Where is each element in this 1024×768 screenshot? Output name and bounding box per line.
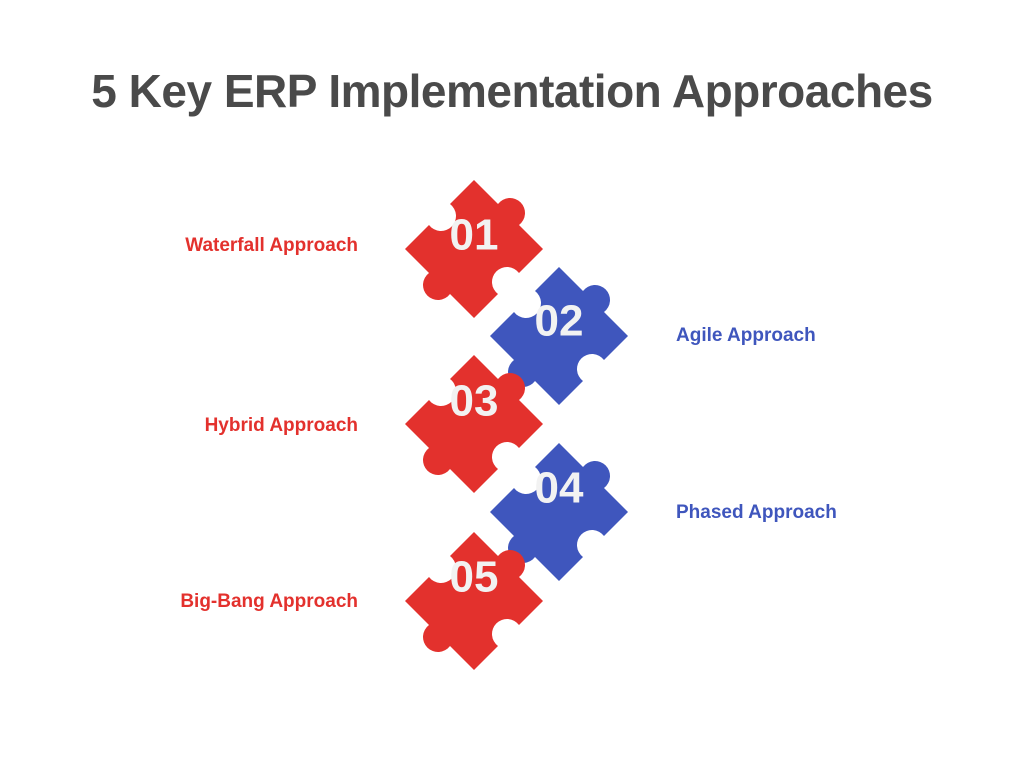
label-hybrid-approach: Hybrid Approach — [204, 415, 358, 436]
puzzle-piece-04: 04 — [490, 443, 628, 581]
piece-number: 05 — [450, 553, 499, 602]
piece-number: 02 — [535, 297, 584, 346]
puzzle-piece-03: 03 — [405, 355, 543, 493]
label-big-bang-approach: Big-Bang Approach — [180, 591, 358, 612]
piece-number: 04 — [535, 464, 584, 513]
label-phased-approach: Phased Approach — [676, 502, 837, 523]
puzzle-piece-02: 02 — [490, 267, 628, 405]
piece-number: 01 — [450, 211, 499, 260]
puzzle-piece-01: 01 — [405, 180, 543, 318]
label-agile-approach: Agile Approach — [676, 325, 816, 346]
page-title: 5 Key ERP Implementation Approaches — [91, 65, 933, 117]
puzzle-piece-05: 05 — [405, 532, 543, 670]
piece-number: 03 — [450, 377, 499, 426]
label-waterfall-approach: Waterfall Approach — [185, 235, 358, 256]
